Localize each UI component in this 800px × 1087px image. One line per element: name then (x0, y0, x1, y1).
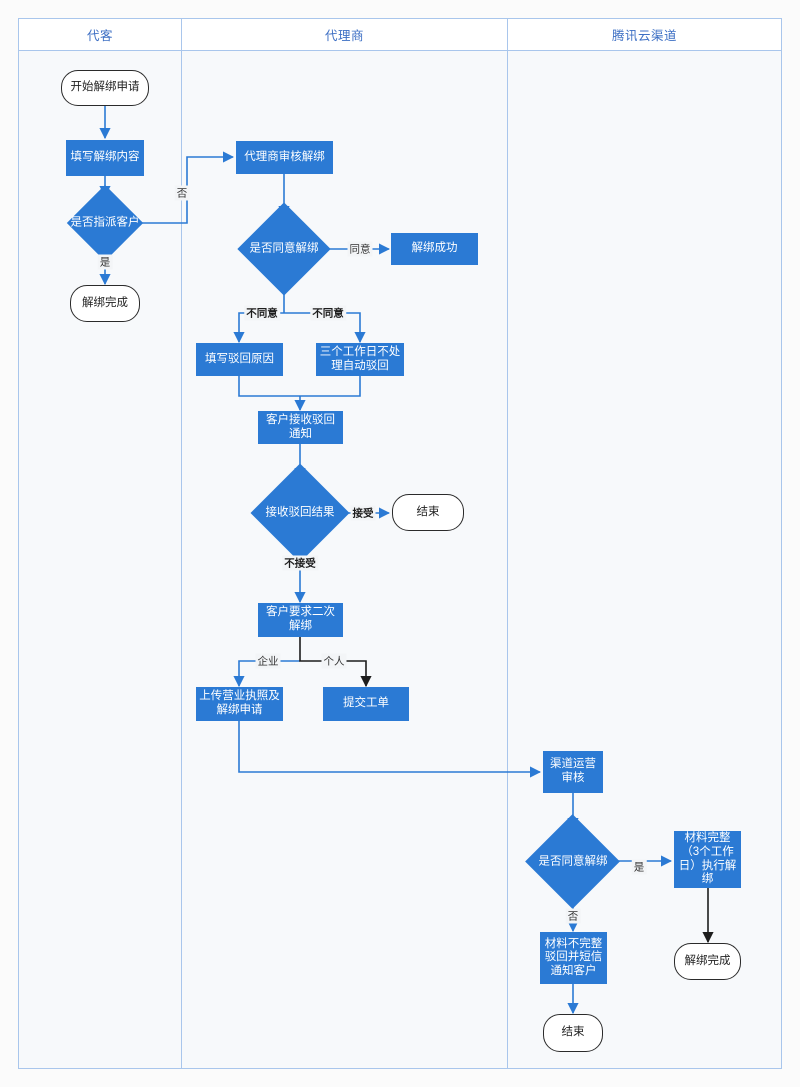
node-materials-incomplete-reject-sms[interactable]: 材料不完整驳回并短信通知客户 (540, 932, 607, 984)
edge-label-disagree-left: 不同意 (244, 305, 280, 321)
edge-label-disagree-right: 不同意 (310, 305, 346, 321)
edge-label-text: 同意 (349, 243, 371, 256)
node-customer-request-second-unbind[interactable]: 客户要求二次解绑 (258, 603, 343, 637)
node-label: 解绑完成 (82, 296, 128, 309)
lane-header-customer-label: 代客 (86, 29, 113, 43)
edge-label-text: 不同意 (246, 307, 278, 320)
node-submit-ticket[interactable]: 提交工单 (323, 687, 409, 721)
node-label: 解绑成功 (411, 242, 458, 255)
node-decision-channel-agree[interactable]: 是否同意解绑 (525, 814, 620, 909)
node-end-agent[interactable]: 结束 (392, 494, 464, 531)
node-label: 填写驳回原因 (205, 352, 274, 365)
node-label: 填写解绑内容 (70, 151, 140, 164)
node-label: 开始解绑申请 (70, 81, 140, 94)
node-channel-operation-review[interactable]: 渠道运营审核 (543, 751, 603, 793)
edge-label-text: 否 (567, 910, 579, 923)
edge-label-yes-approve: 是 (631, 859, 647, 875)
node-label: 渠道运营审核 (550, 758, 596, 784)
node-customer-receive-reject-notice[interactable]: 客户接收驳回通知 (258, 411, 343, 444)
node-label: 是否指派客户 (70, 216, 140, 229)
lane-body-tencent (507, 51, 782, 1069)
node-agent-review-unbind[interactable]: 代理商审核解绑 (236, 141, 333, 174)
node-label: 客户要求二次解绑 (266, 606, 335, 632)
node-decision-receive-reject-result[interactable]: 接收驳回结果 (250, 463, 350, 563)
lane-header-agent-label: 代理商 (324, 29, 364, 43)
node-label: 代理商审核解绑 (244, 150, 325, 163)
node-upload-license-and-application[interactable]: 上传营业执照及解绑申请 (196, 687, 283, 721)
node-label: 材料不完整驳回并短信通知客户 (544, 937, 603, 977)
lane-header-tencent: 腾讯云渠道 (507, 18, 782, 51)
edge-label-personal: 个人 (321, 653, 347, 669)
lane-header-customer: 代客 (18, 18, 182, 51)
edge-label-enterprise: 企业 (255, 653, 281, 669)
edge-label-no-assign: 否 (174, 185, 190, 201)
node-label: 上传营业执照及解绑申请 (199, 690, 280, 716)
edge-label-text: 否 (176, 187, 188, 200)
edge-label-text: 接受 (352, 507, 374, 520)
node-label: 接收驳回结果 (265, 506, 335, 519)
node-label: 三个工作日不处理自动驳回 (319, 345, 401, 372)
node-label: 材料完整（3个工作日）执行解绑 (678, 832, 737, 886)
node-decision-agent-agree[interactable]: 是否同意解绑 (237, 202, 331, 296)
node-materials-complete-execute-unbind[interactable]: 材料完整（3个工作日）执行解绑 (674, 831, 741, 888)
node-label: 是否同意解绑 (538, 854, 608, 867)
edge-label-text: 是 (99, 256, 111, 269)
node-label: 解绑完成 (684, 954, 731, 967)
edge-label-text: 不同意 (312, 307, 344, 320)
node-start-unbind-request[interactable]: 开始解绑申请 (61, 70, 149, 106)
edge-label-text: 不接受 (284, 557, 316, 570)
lane-header-tencent-label: 腾讯云渠道 (611, 29, 677, 43)
node-label: 提交工单 (343, 697, 389, 710)
edge-label-text: 是 (633, 861, 645, 874)
edge-label-accept: 接受 (350, 505, 376, 521)
lane-body-agent (181, 51, 508, 1069)
node-label: 是否同意解绑 (249, 242, 319, 255)
node-unbind-complete-tencent[interactable]: 解绑完成 (674, 943, 741, 980)
node-label: 结束 (416, 505, 440, 518)
node-auto-reject-three-days[interactable]: 三个工作日不处理自动驳回 (316, 343, 404, 376)
edge-label-not-accept: 不接受 (282, 555, 318, 571)
node-fill-reject-reason[interactable]: 填写驳回原因 (196, 343, 283, 376)
edge-label-yes-assign: 是 (97, 254, 113, 270)
node-label: 客户接收驳回通知 (266, 413, 335, 440)
node-decision-assign-customer[interactable]: 是否指派客户 (66, 184, 144, 262)
node-end-tencent[interactable]: 结束 (543, 1014, 603, 1052)
edge-label-text: 个人 (323, 655, 345, 668)
node-unbind-complete-customer[interactable]: 解绑完成 (70, 285, 140, 322)
node-unbind-success[interactable]: 解绑成功 (391, 233, 478, 265)
edge-label-agree: 同意 (347, 241, 373, 257)
node-fill-unbind-content[interactable]: 填写解绑内容 (66, 140, 144, 176)
lane-header-agent: 代理商 (181, 18, 508, 51)
edge-label-no-approve: 否 (565, 908, 581, 924)
edge-label-text: 企业 (257, 655, 279, 668)
node-label: 结束 (561, 1026, 585, 1039)
